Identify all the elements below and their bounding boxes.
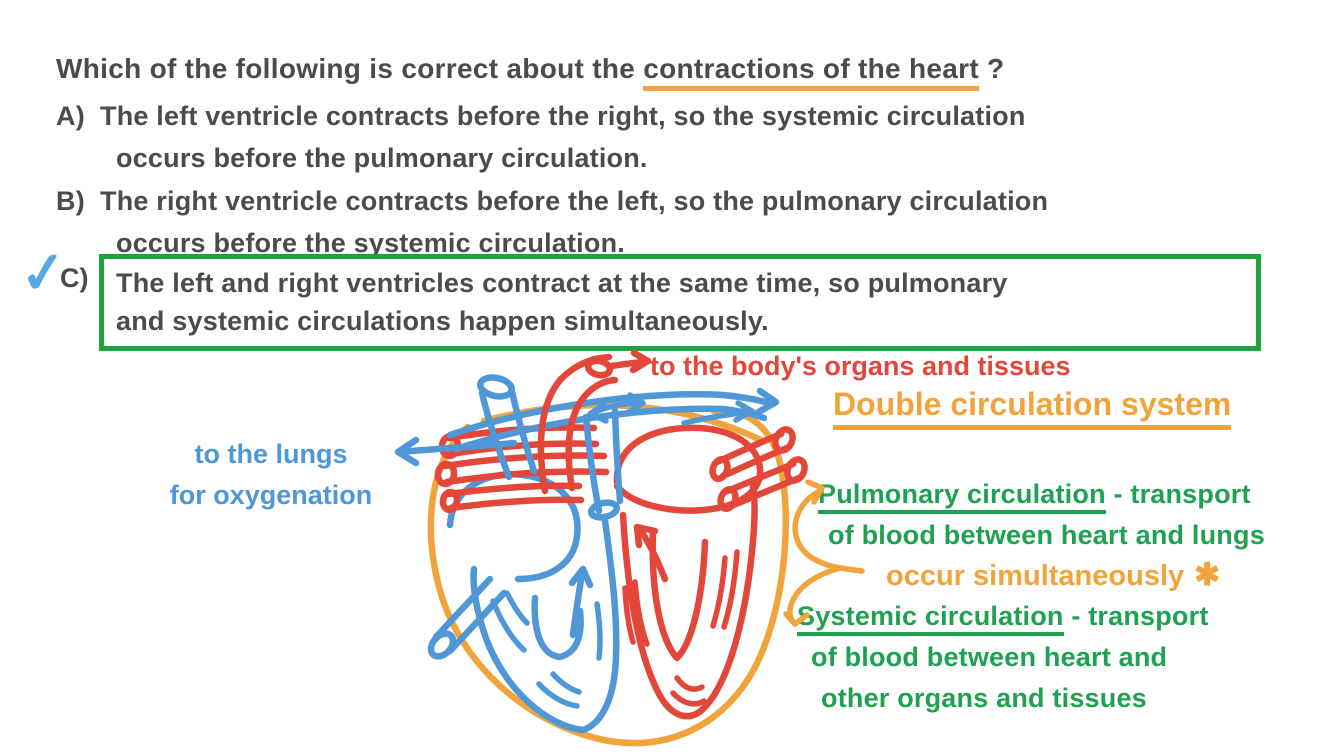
double-headed-arrow (587, 392, 646, 424)
option-b-line2: occurs before the systemic circulation. (116, 228, 625, 258)
option-b: B) The right ventricle contracts before t… (56, 180, 1048, 264)
to-lungs-arrow (394, 436, 518, 467)
pulmonary-trunk (582, 407, 624, 521)
option-a: A) The left ventricle contracts before th… (56, 95, 1026, 179)
question-highlighted-phrase: contractions of the heart (643, 53, 979, 91)
option-c-line1: The left and right ventricles contract a… (116, 268, 1008, 298)
question-mark: ? (978, 53, 1005, 84)
pulmonary-veins-right (709, 426, 808, 512)
left-ventricle (619, 482, 758, 720)
pulmonary-tail: - transport (1113, 479, 1251, 509)
systemic-term: Systemic circulation (797, 601, 1064, 636)
heart-diagram (394, 349, 808, 747)
label-to-lungs: to the lungs for oxygenation (160, 434, 382, 516)
option-a-line1: The left ventricle contracts before the … (100, 101, 1026, 131)
systemic-line2: of blood between heart and (811, 642, 1168, 672)
systemic-line3: other organs and tissues (821, 683, 1147, 713)
superior-vena-cava (476, 374, 538, 481)
question-text: Which of the following is correct about … (56, 53, 1005, 91)
blood-flow-up-arrow-left-ventricle (633, 523, 669, 583)
inferior-vena-cava (427, 575, 508, 660)
systemic-tail: - transport (1071, 601, 1209, 631)
left-heart-chambers (613, 424, 764, 720)
option-a-label: A) (56, 101, 85, 131)
right-atrium (446, 471, 581, 583)
label-to-lungs-line2: for oxygenation (169, 480, 373, 510)
pulmonary-line2: of blood between heart and lungs (828, 520, 1265, 550)
left-atrium (613, 424, 764, 514)
systemic-circulation-note: Systemic circulation - transport of bloo… (797, 596, 1209, 719)
simultaneous-brace (783, 479, 865, 627)
option-c-label: C) (60, 263, 89, 293)
asterisk-icon: ✱ (1194, 557, 1221, 592)
simultaneous-note: occur simultaneously ✱ (886, 557, 1220, 593)
right-heart-chambers (446, 471, 620, 734)
option-b-label: B) (56, 186, 85, 216)
option-b-line1: The right ventricle contracts before the… (100, 186, 1049, 216)
to-body-arrow (608, 349, 652, 374)
diagram-title-text: Double circulation system (833, 386, 1232, 430)
pulmonary-term: Pulmonary circulation (818, 479, 1106, 514)
option-a-line2: occurs before the pulmonary circulation. (116, 143, 648, 173)
question-prefix: Which of the following is correct about … (56, 53, 644, 84)
pulmonary-veins-left (434, 424, 610, 514)
correct-answer-box: The left and right ventricles contract a… (99, 254, 1261, 351)
diagram-title: Double circulation system (833, 386, 1232, 430)
pulmonary-circulation-note: Pulmonary circulation - transport of blo… (818, 474, 1265, 556)
label-to-lungs-line1: to the lungs (194, 439, 348, 469)
simultaneous-text: occur simultaneously (886, 560, 1185, 592)
label-to-body: to the body's organs and tissues (650, 351, 1071, 381)
aorta (537, 349, 652, 495)
blood-flow-up-arrow-right-ventricle (568, 565, 594, 639)
option-c-line2: and systemic circulations happen simulta… (116, 306, 769, 336)
right-ventricle (470, 517, 620, 734)
pulmonary-artery-arc (446, 387, 780, 453)
